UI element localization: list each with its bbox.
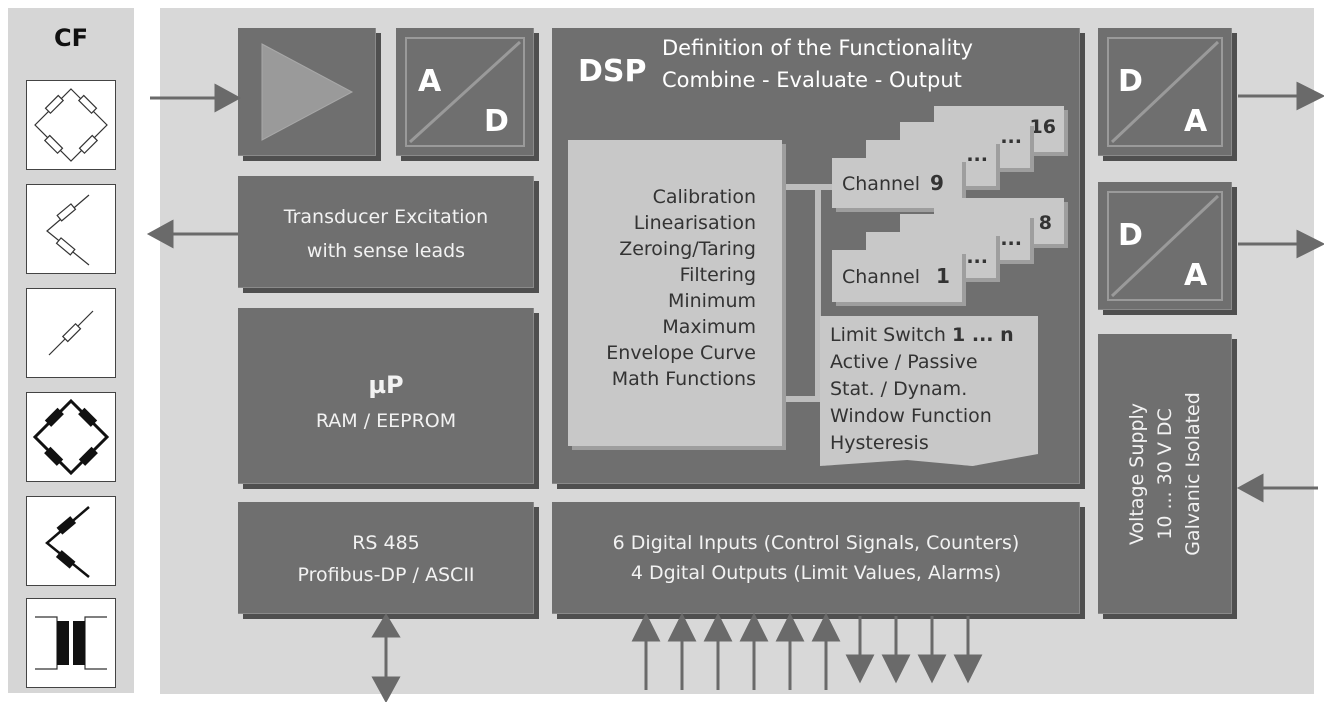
half-bridge-icon bbox=[26, 184, 116, 274]
function-item: Linearisation bbox=[633, 212, 756, 234]
limit-switch-box: Limit Switch 1 ... n Active / Passive St… bbox=[820, 316, 1038, 466]
dac2-d-label: D bbox=[1118, 218, 1143, 253]
amplifier-block bbox=[238, 28, 376, 156]
comm-block: RS 485 Profibus-DP / ASCII bbox=[238, 502, 534, 614]
limit-range: 1 ... n bbox=[952, 324, 1014, 346]
dsp-line2: Combine - Evaluate - Output bbox=[662, 68, 962, 92]
microprocessor-block: µP RAM / EEPROM bbox=[238, 308, 534, 484]
quarter-bridge-icon bbox=[26, 288, 116, 378]
voltage-supply-block: Voltage Supply 10 ... 30 V DC Galvanic I… bbox=[1098, 334, 1232, 614]
adc-a-label: A bbox=[418, 64, 442, 99]
dsp-line1: Definition of the Functionality bbox=[662, 36, 973, 60]
channel-low-dots-a: ... bbox=[1000, 228, 1022, 250]
channel-low-dots-b: ... bbox=[966, 246, 988, 268]
dac1-d-label: D bbox=[1118, 64, 1143, 99]
channel-low-end: 8 bbox=[1038, 212, 1052, 234]
limit-prefix: Limit Switch bbox=[830, 324, 946, 346]
excitation-block: Transducer Excitation with sense leads bbox=[238, 176, 534, 288]
channel-high-dots-b: ... bbox=[966, 144, 988, 166]
full-bridge-bold-icon bbox=[26, 392, 116, 482]
function-item: Filtering bbox=[679, 264, 756, 286]
channel-high-num: 9 bbox=[930, 171, 944, 195]
limit-line: Stat. / Dynam. bbox=[830, 378, 968, 400]
dac-block-2: D A bbox=[1098, 182, 1232, 310]
dac1-a-label: A bbox=[1184, 104, 1208, 139]
function-item: Zeroing/Taring bbox=[619, 238, 756, 260]
digital-io-block: 6 Digital Inputs (Control Signals, Count… bbox=[552, 502, 1080, 614]
limit-switch-text: Limit Switch 1 ... n Active / Passive St… bbox=[830, 322, 1014, 457]
digital-io-line1: 6 Digital Inputs (Control Signals, Count… bbox=[612, 532, 1020, 554]
half-bridge-bold-icon bbox=[26, 496, 116, 586]
dsp-title: DSP bbox=[578, 54, 647, 89]
adc-slash bbox=[405, 37, 525, 147]
excitation-line1: Transducer Excitation bbox=[283, 206, 489, 228]
channel-9-card: Channel 9 bbox=[832, 158, 962, 208]
transformer-icon bbox=[26, 598, 116, 688]
channel-1-card: Channel 1 bbox=[832, 250, 962, 302]
excitation-line2: with sense leads bbox=[306, 240, 466, 262]
channel-low-num: 1 bbox=[936, 264, 950, 288]
functions-list: Calibration Linearisation Zeroing/Taring… bbox=[606, 184, 756, 392]
function-item: Envelope Curve bbox=[606, 342, 756, 364]
channel-low-label: Channel bbox=[842, 266, 921, 288]
comm-line2: Profibus-DP / ASCII bbox=[297, 564, 475, 586]
dac1-slash bbox=[1107, 37, 1223, 147]
micro-subtitle: RAM / EEPROM bbox=[315, 410, 457, 432]
cf-label: CF bbox=[53, 24, 88, 52]
adc-d-label: D bbox=[484, 104, 509, 139]
limit-line: Active / Passive bbox=[830, 351, 978, 373]
adc-block: A D bbox=[396, 28, 534, 156]
function-item: Calibration bbox=[652, 186, 756, 208]
voltage-line3: Galvanic Isolated bbox=[1182, 392, 1204, 556]
comm-line1: RS 485 bbox=[352, 532, 420, 554]
function-item: Math Functions bbox=[611, 368, 756, 390]
limit-line: Window Function bbox=[830, 405, 992, 427]
dac2-slash bbox=[1107, 191, 1223, 301]
amplifier-triangle-icon bbox=[261, 43, 354, 141]
voltage-line2: 10 ... 30 V DC bbox=[1154, 408, 1176, 540]
channel-high-dots-a: ... bbox=[1000, 126, 1022, 148]
function-item: Maximum bbox=[662, 316, 756, 338]
function-item: Minimum bbox=[667, 290, 756, 312]
functions-box: Calibration Linearisation Zeroing/Taring… bbox=[568, 140, 782, 446]
micro-title: µP bbox=[368, 371, 404, 399]
limit-line: Hysteresis bbox=[830, 432, 929, 454]
channel-high-label: Channel bbox=[842, 173, 921, 195]
digital-io-line2: 4 Dgital Outputs (Limit Values, Alarms) bbox=[630, 562, 1002, 584]
voltage-text: Voltage Supply 10 ... 30 V DC Galvanic I… bbox=[1123, 334, 1207, 614]
full-bridge-icon bbox=[26, 80, 116, 170]
dac-block-1: D A bbox=[1098, 28, 1232, 156]
channel-high-end: 16 bbox=[1029, 116, 1056, 138]
voltage-line1: Voltage Supply bbox=[1126, 402, 1148, 546]
dac2-a-label: A bbox=[1184, 258, 1208, 293]
